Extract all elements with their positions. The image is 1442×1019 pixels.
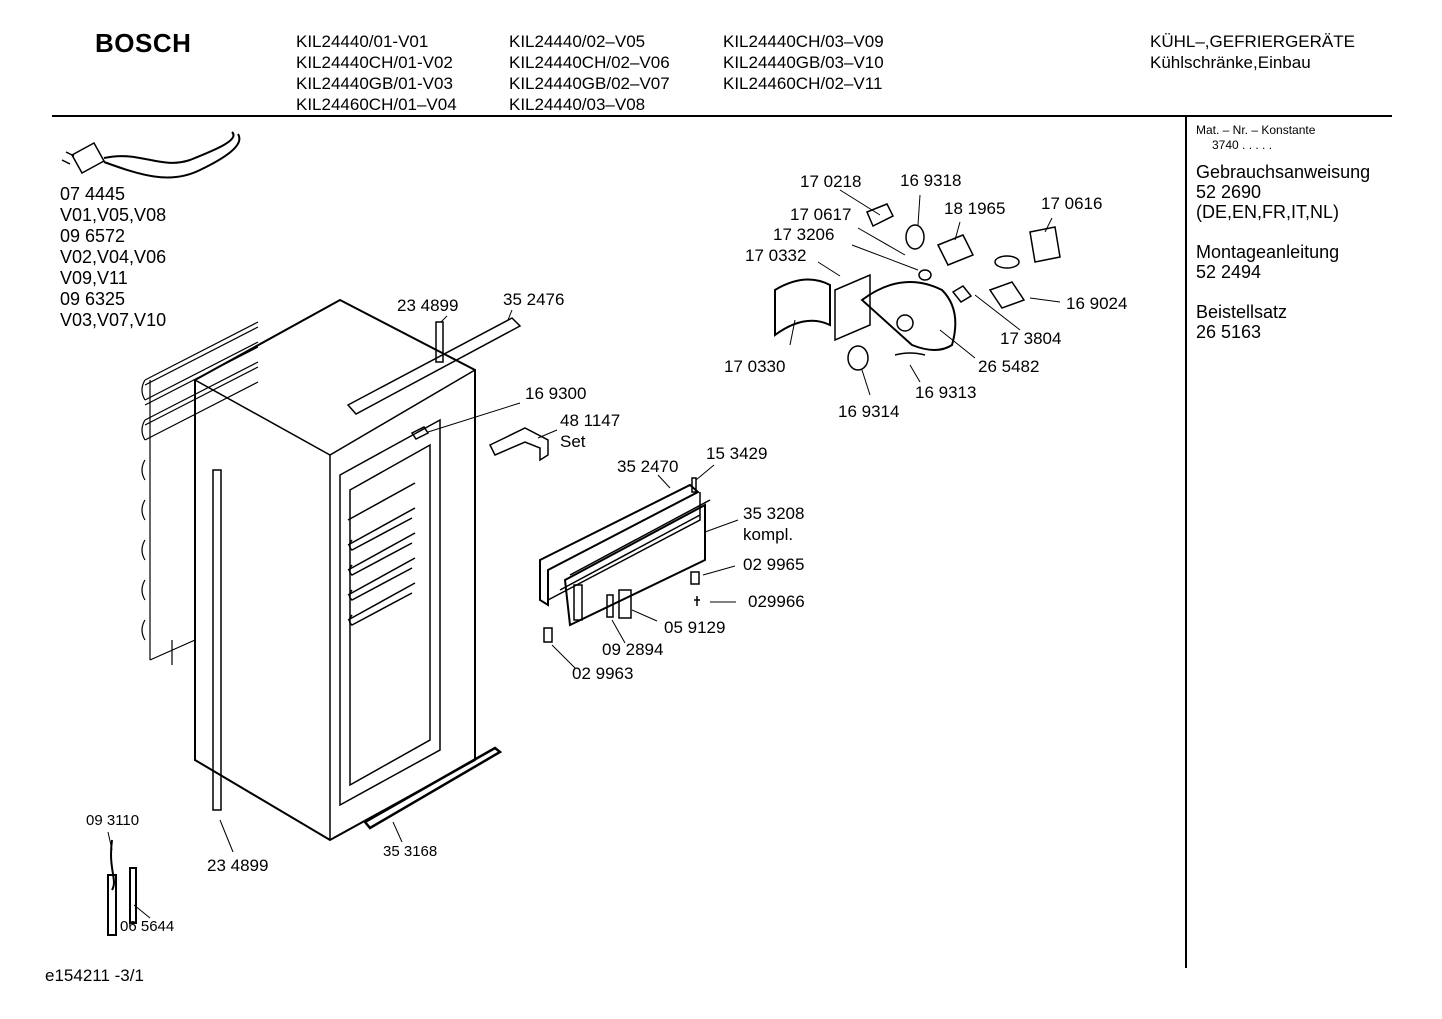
cable-line: V02,V04,V06 (60, 247, 167, 267)
model-item: KIL24460CH/01–V04 (296, 95, 457, 114)
model-list-col1: KIL24440/01-V01 KIL24440CH/01-V02 KIL244… (296, 31, 457, 115)
doc-title: Beistellsatz (1196, 302, 1288, 322)
part-label: 16 9318 (900, 171, 962, 190)
cable-line: 09 6572 (60, 226, 126, 246)
part-label: 35 2470 (617, 457, 679, 476)
doc-note: (DE,EN,FR,IT,NL) (1196, 202, 1340, 222)
category-title: KÜHL–,GEFRIERGERÄTE Kühlschränke,Einbau (1150, 31, 1355, 73)
part-label: Set (560, 432, 586, 451)
model-item: KIL24440CH/03–V09 (723, 32, 884, 51)
model-list-col2: KIL24440/02–V05 KIL24440CH/02–V06 KIL244… (509, 31, 670, 115)
model-item: KIL24440/02–V05 (509, 32, 646, 51)
model-item: KIL24440CH/02–V06 (509, 53, 670, 72)
part-label: 35 3168 (383, 843, 438, 860)
part-label: 09 2894 (602, 640, 664, 659)
part-label: 18 1965 (944, 199, 1006, 218)
mat-label: Mat. – Nr. – Konstante (1196, 123, 1316, 137)
model-item: KIL24440GB/01-V03 (296, 74, 453, 93)
cable-line: V03,V07,V10 (60, 310, 167, 330)
part-label: 16 9300 (525, 384, 587, 403)
part-label: 23 4899 (207, 856, 269, 875)
part-label: 02 9965 (743, 555, 805, 574)
part-label: 26 5482 (978, 357, 1040, 376)
cable-line: V01,V05,V08 (60, 205, 167, 225)
doc-id: e154211 -3/1 (45, 966, 144, 985)
part-label: 16 9314 (838, 402, 900, 421)
part-label: 17 0330 (724, 357, 786, 376)
model-list-col3: KIL24440CH/03–V09 KIL24440GB/03–V10 KIL2… (723, 31, 884, 94)
part-label: 17 3804 (1000, 329, 1062, 348)
doc-number: 52 2494 (1196, 262, 1262, 282)
doc-number: 52 2690 (1196, 182, 1262, 202)
category-line: Kühlschränke,Einbau (1150, 53, 1311, 72)
doc-number: 26 5163 (1196, 322, 1262, 342)
mat-value: 3740 . . . . . (1212, 138, 1273, 152)
cable-info: 07 4445 V01,V05,V08 09 6572 V02,V04,V06 … (60, 184, 166, 331)
part-label: 15 3429 (706, 444, 768, 463)
part-label: 09 3110 (86, 812, 140, 829)
model-item: KIL24440/03–V08 (509, 95, 646, 114)
cable-line: 07 4445 (60, 184, 126, 204)
part-label: 16 9313 (915, 383, 977, 402)
part-label: 05 9129 (664, 618, 726, 637)
part-label: 02 9963 (572, 664, 634, 683)
part-label: 16 9024 (1066, 294, 1128, 313)
part-label: 35 3208 (743, 504, 805, 523)
part-label: kompl. (743, 525, 794, 544)
doc-title: Gebrauchsanweisung (1196, 162, 1371, 182)
part-label: 23 4899 (397, 296, 459, 315)
part-label: 48 1147 (560, 411, 621, 430)
doc-title: Montageanleitung (1196, 242, 1340, 262)
part-label: 17 3206 (773, 225, 835, 244)
doc-block-installation: Montageanleitung 52 2494 (1196, 242, 1339, 282)
category-line: KÜHL–,GEFRIERGERÄTE (1150, 32, 1355, 51)
part-label: 17 0218 (800, 172, 862, 191)
model-item: KIL24460CH/02–V11 (723, 74, 883, 93)
part-label: 35 2476 (503, 290, 565, 309)
part-label: 06 5644 (120, 918, 175, 935)
model-item: KIL24440GB/03–V10 (723, 53, 884, 72)
part-label: 17 0616 (1041, 194, 1103, 213)
model-item: KIL24440/01-V01 (296, 32, 429, 51)
cable-line: 09 6325 (60, 289, 126, 309)
cable-line: V09,V11 (60, 268, 128, 288)
model-item: KIL24440GB/02–V07 (509, 74, 670, 93)
model-item: KIL24440CH/01-V02 (296, 53, 453, 72)
doc-block-accessory: Beistellsatz 26 5163 (1196, 302, 1287, 342)
brand-logo: BOSCH (95, 28, 192, 58)
part-label: 029966 (748, 592, 805, 611)
doc-block-manual: Gebrauchsanweisung 52 2690 (DE,EN,FR,IT,… (1196, 162, 1370, 222)
part-label: 17 0617 (790, 205, 852, 224)
part-label: 17 0332 (745, 246, 807, 265)
